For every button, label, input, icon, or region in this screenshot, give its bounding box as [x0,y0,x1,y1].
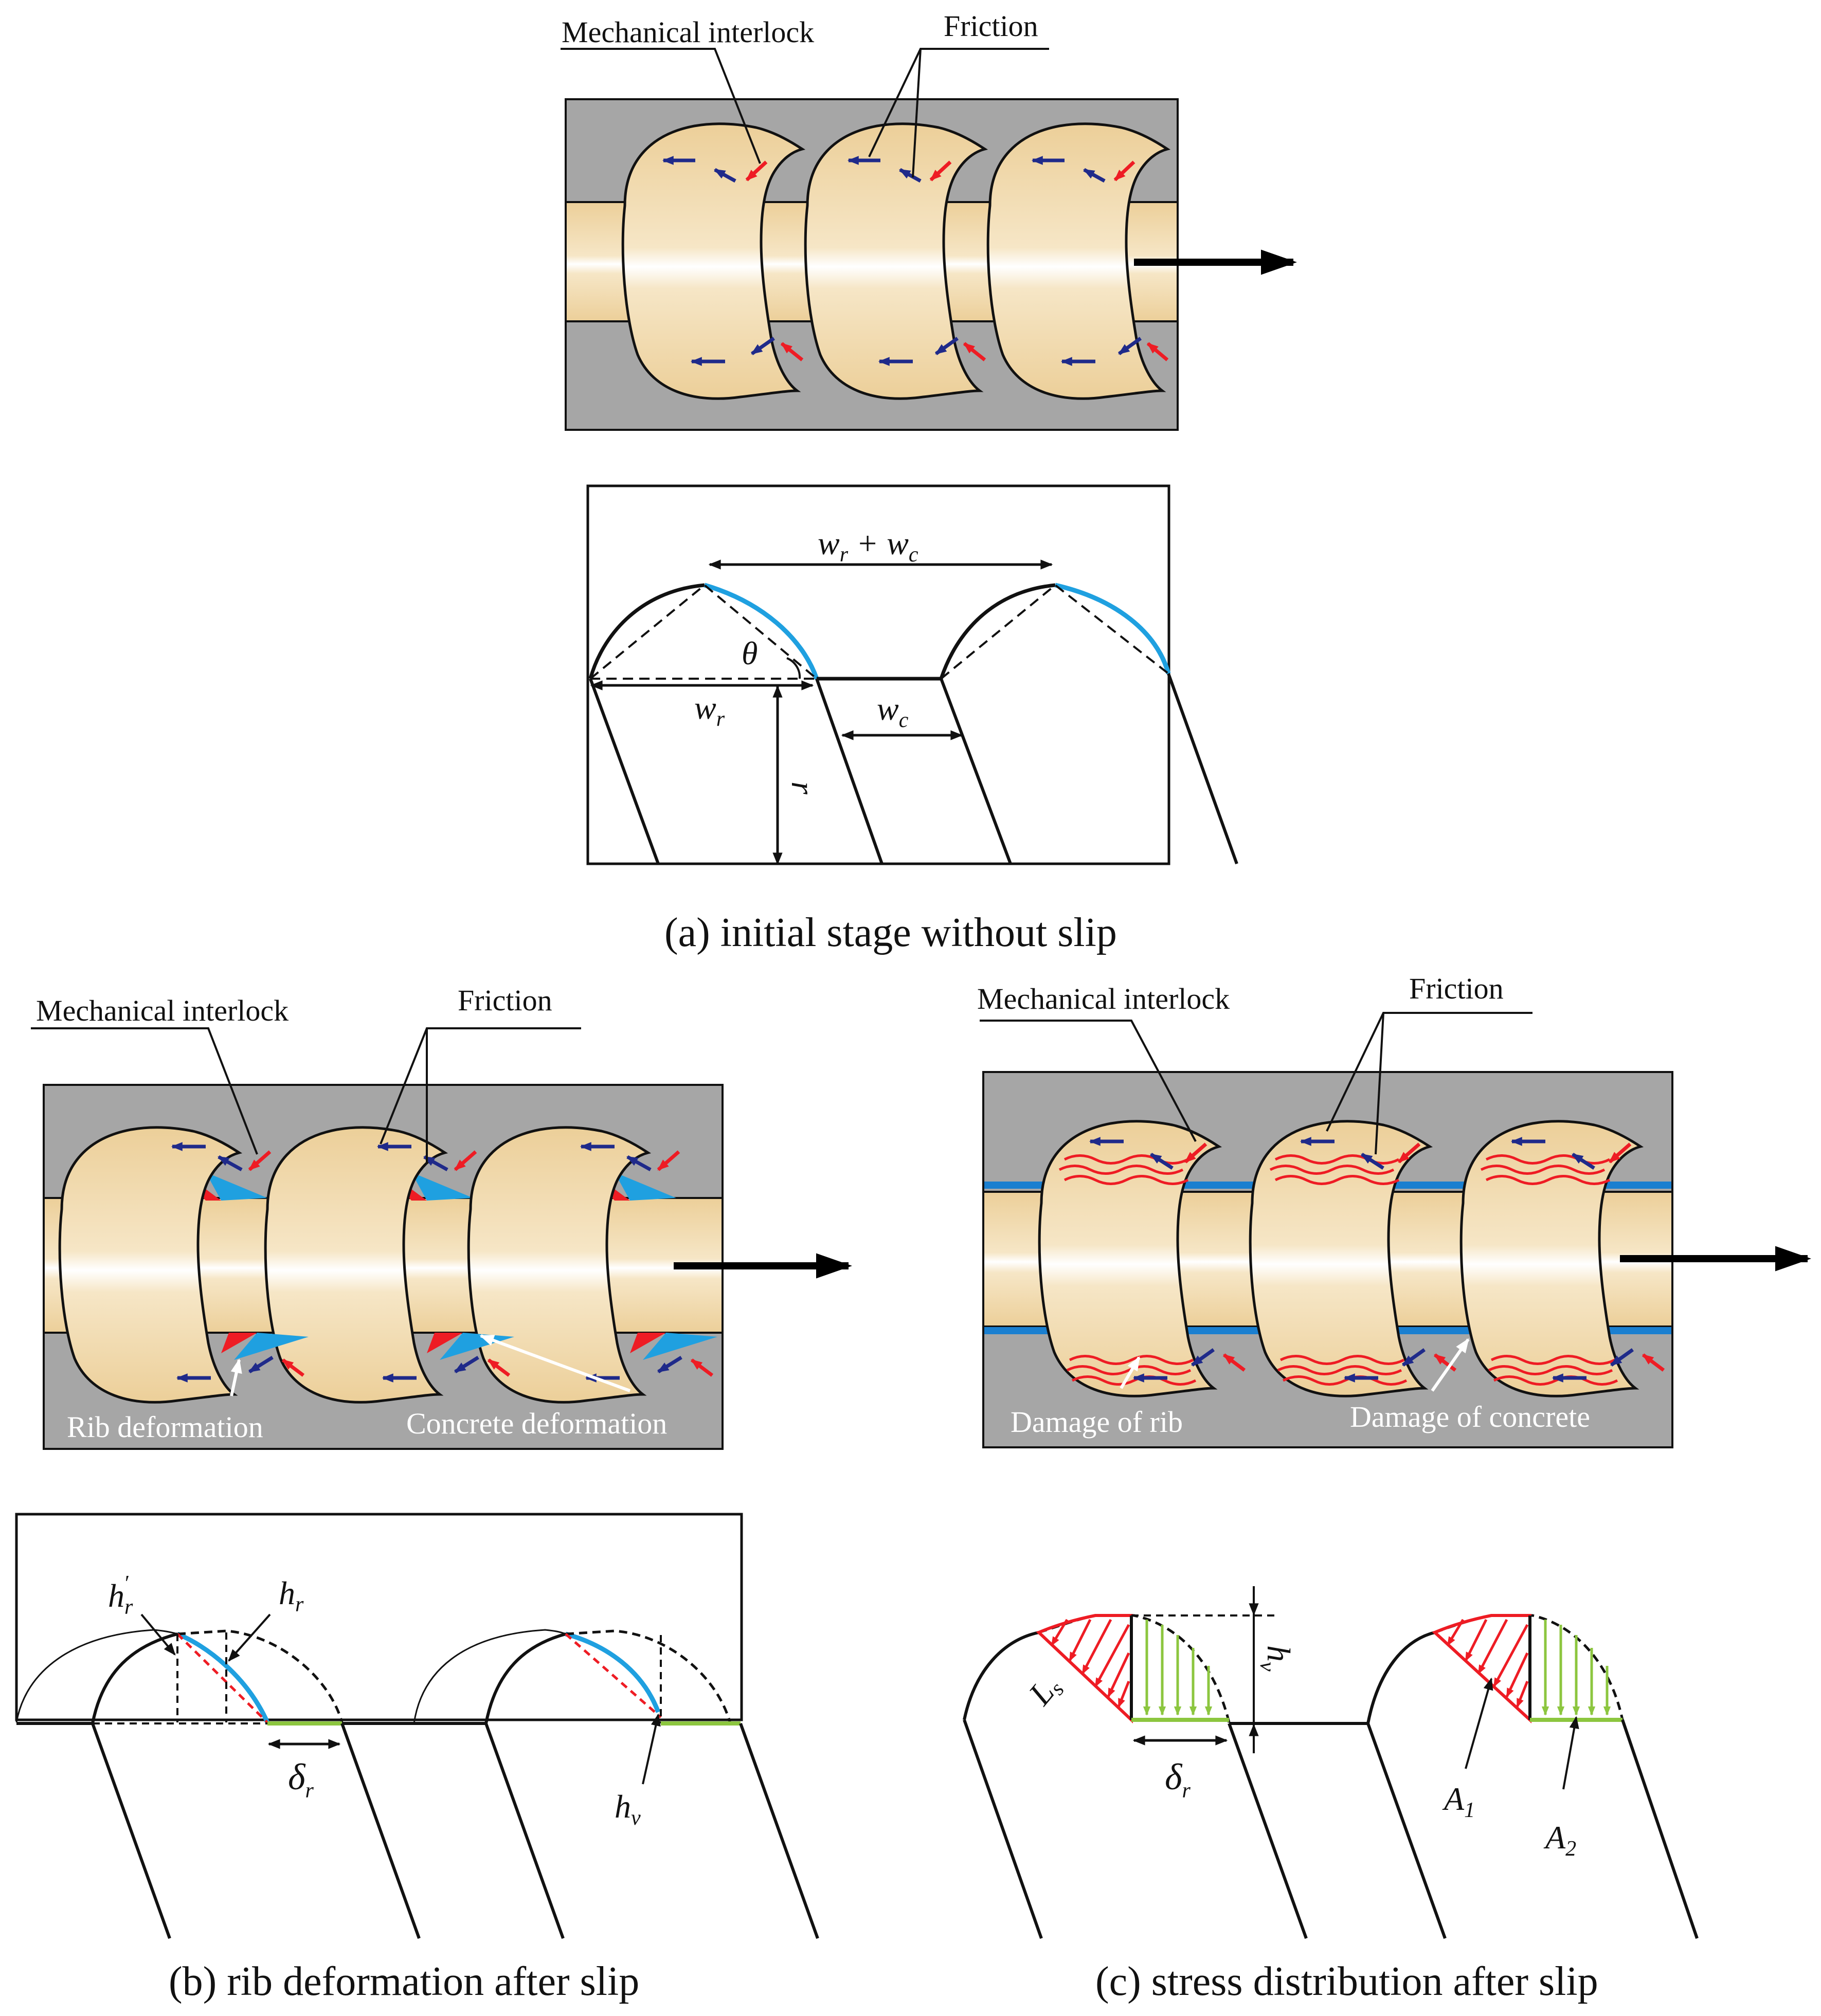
svg-text:A2: A2 [1543,1819,1576,1861]
symbol-sub-v: v [631,1806,641,1830]
caption-a: (a) initial stage without slip [664,910,1117,955]
label-concrete-deformation: Concrete deformation [406,1407,667,1440]
symbol-sub-2: 2 [1565,1837,1576,1861]
leader-arrow-white [1120,1356,1141,1389]
leader-line [1375,1012,1384,1155]
symbol-plus: + [848,525,887,561]
symbol-h: h [279,1575,295,1611]
panel-b-bar-diagram: Mechanical interlock Friction Rib deform… [31,984,852,1450]
symbol-w: w [818,525,840,561]
label-damage-of-concrete: Damage of concrete [1350,1400,1590,1433]
symbol-theta: θ [742,635,758,671]
symbol-w: w [694,689,716,726]
leader-arrow-white [1431,1338,1470,1392]
symbol-sub-c: c [899,709,909,732]
label-rib-deformation: Rib deformation [67,1410,263,1444]
svg-text:hv: hv [615,1788,641,1830]
label-mechanical-interlock: Mechanical interlock [977,982,1230,1015]
panel-c-bar-diagram: Mechanical interlock Friction Damage of … [977,972,1811,1448]
panel-a-geometry: wr + wc θ wr wc r [586,484,1238,865]
symbol-h: h [108,1577,124,1614]
green-stress-arrows [1143,1620,1213,1716]
red-stress-arrows [1050,1619,1130,1708]
panel-c-stress-geometry: hv δr Ls A1 A2 [963,1586,1699,1939]
label-mechanical-interlock: Mechanical interlock [36,994,289,1027]
leader-arrow-white [230,1358,242,1396]
symbol-r: r [785,782,821,795]
svg-text:A1: A1 [1442,1781,1475,1822]
rib-edge-blue [704,583,819,680]
svg-text:hv: hv [1255,1645,1297,1672]
rib-edge-blue [1054,583,1171,675]
label-mechanical-interlock: Mechanical interlock [562,15,814,49]
symbol-sub-c: c [909,543,918,567]
symbol-a: A [1543,1819,1566,1856]
caption-c: (c) stress distribution after slip [1095,1959,1598,2004]
svg-text:wc: wc [877,691,909,732]
stress-region-a1 [1432,1614,1531,1723]
symbol-sub-1: 1 [1464,1799,1475,1822]
symbol-a: A [1442,1781,1465,1817]
symbol-w: w [877,691,899,727]
svg-text:wr + wc: wr + wc [818,525,918,567]
force-arrows [662,156,1169,366]
stress-region-a1 [1036,1614,1133,1723]
svg-text:hr′: hr′ [108,1572,133,1619]
svg-text:δr: δr [288,1756,314,1803]
green-stress-arrows [1541,1620,1611,1716]
panel-a-bar-diagram: Mechanical interlock Friction [561,9,1297,431]
symbol-h: h [1260,1645,1297,1662]
rib-edge-blue [176,1631,270,1723]
symbol-h: h [615,1788,631,1825]
symbol-w: w [887,525,909,561]
svg-text:wr: wr [694,689,725,731]
leader-line [561,48,761,164]
leader-line [980,1020,1197,1142]
symbol-prime: ′ [123,1572,129,1595]
symbol-sub-r: r [1182,1779,1191,1803]
force-arrows [1089,1137,1665,1383]
symbol-delta: δ [288,1756,306,1797]
red-stress-arrows [1446,1619,1529,1708]
label-damage-of-rib: Damage of rib [1011,1405,1183,1439]
label-friction: Friction [458,984,552,1017]
symbol-sub-r: r [124,1595,133,1619]
caption-b: (b) rib deformation after slip [169,1959,639,2004]
leader-arrow-white [479,1334,631,1392]
leader-line [31,1027,258,1155]
label-friction: Friction [944,9,1038,43]
panel-b-geometry: hr′ hr δr hv [15,1513,819,1939]
label-friction: Friction [1409,972,1504,1005]
symbol-delta: δ [1165,1756,1183,1797]
symbol-sub-r: r [295,1593,304,1617]
leader-line [912,48,922,178]
symbol-sub-r: r [840,543,849,567]
svg-text:hr: hr [279,1575,304,1617]
symbol-sub-r: r [305,1779,314,1803]
svg-text:Ls: Ls [1021,1668,1069,1714]
symbol-sub-v: v [1255,1662,1279,1672]
rib-edge-blue [565,1631,661,1713]
svg-text:δr: δr [1165,1756,1191,1803]
symbol-sub-r: r [716,707,725,731]
